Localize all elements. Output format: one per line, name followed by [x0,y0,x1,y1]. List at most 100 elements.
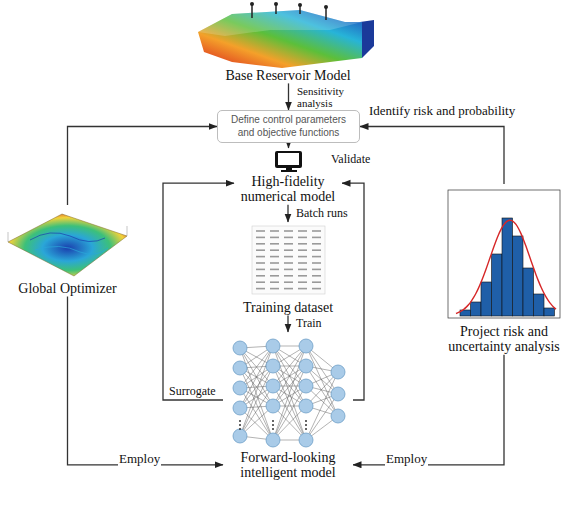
computer-monitor-icon [275,151,302,172]
table-cell-mark [312,237,321,239]
flow-arrow [288,143,289,148]
reservoir-model-node: Base Reservoir Model [193,2,383,83]
table-cell-mark [312,243,321,245]
network-neuron [299,379,313,393]
edge-label: Batch runs [295,207,349,220]
global-optimizer-node: Global Optimizer [5,205,130,296]
table-cell-mark [298,288,307,290]
table-cell-mark [270,249,279,251]
control-parameters-box: Define control parameters and objective … [217,110,360,143]
reservoir-model-illustration [298,3,302,7]
table-cell-mark [270,237,279,239]
flow-arrow [287,315,288,332]
neural-network-illustration [233,339,345,447]
network-weight [273,346,306,406]
normal-curve [456,220,556,313]
table-cell-mark [312,230,321,232]
optimizer-surface-illustration [8,226,127,242]
training-table-illustration [252,226,325,294]
ellipsis-dot [272,424,274,426]
node-caption: Base Reservoir Model [193,68,383,83]
histogram-bar [544,308,555,316]
table-cell-mark [298,243,307,245]
table-cell-mark [256,249,265,251]
reservoir-model-illustration [198,2,374,68]
table-cell-mark [284,230,293,232]
flow-arrow [68,296,224,464]
reservoir-model-illustration [324,5,328,9]
network-neuron [331,365,345,379]
table-cell-mark [256,243,265,245]
table-cell-mark [312,275,321,277]
network-neuron [266,399,280,413]
table-cell-mark [298,281,307,283]
table-cell-mark [312,256,321,258]
network-neuron [299,399,313,413]
edge-label: Sensitivity analysis [296,86,360,109]
node-caption: High-fidelity numerical model [234,174,342,205]
computer-monitor-icon [278,153,299,165]
network-weight [273,346,306,440]
histogram-bar [502,218,513,316]
table-cell-mark [284,243,293,245]
flow-arrow [360,127,504,185]
network-neuron [331,387,345,401]
optimizer-surface-illustration [35,246,108,254]
reservoir-model-illustration [198,10,362,36]
table-cell-mark [298,269,307,271]
network-neuron [233,429,247,443]
histogram-bar [523,268,534,316]
risk-analysis-node: Project risk and uncertainty analysis [436,184,572,355]
network-neuron [299,433,313,447]
edge-label: Identify risk and probability [368,104,516,118]
optimizer-surface-illustration [30,233,105,242]
network-weight [273,386,306,440]
network-neuron [233,361,247,375]
network-neuron [266,379,280,393]
histogram-bar [471,302,482,316]
table-cell-mark [270,230,279,232]
table-cell-mark [312,288,321,290]
numerical-model-node: High-fidelity numerical model [234,148,342,205]
intelligent-model-node: Forward-looking intelligent model [223,332,353,481]
ellipsis-dot [239,428,241,430]
ellipsis-dot [272,420,274,422]
flow-arrow [163,183,234,400]
risk-histogram-illustration [448,190,560,318]
table-cell-mark [284,256,293,258]
computer-monitor-icon [281,170,297,172]
table-cell-mark [270,288,279,290]
table-cell-mark [284,237,293,239]
flow-arrow [353,355,504,465]
network-neuron [233,381,247,395]
table-cell-mark [284,275,293,277]
table-cell-mark [256,269,265,271]
histogram-bar [492,254,503,316]
reservoir-model-illustration [274,2,278,6]
network-weight [273,346,306,406]
table-cell-mark [298,275,307,277]
network-neuron [299,359,313,373]
edge-label: Validate [330,153,371,166]
table-cell-mark [256,256,265,258]
edge-label: Train [295,317,323,330]
histogram-bar [513,236,524,316]
table-cell-mark [284,249,293,251]
ellipsis-dot [239,420,241,422]
node-caption: Training dataset [223,300,353,315]
ellipsis-dot [272,428,274,430]
table-cell-mark [284,269,293,271]
optimizer-surface-illustration [8,214,127,276]
table-cell-mark [298,256,307,258]
table-cell-mark [256,281,265,283]
computer-monitor-icon [275,151,302,168]
table-cell-mark [256,275,265,277]
ellipsis-dot [305,428,307,430]
table-cell-mark [298,262,307,264]
flow-arrow [287,205,288,222]
histogram-bars [460,218,555,316]
ellipsis-dot [305,424,307,426]
table-cell-mark [270,256,279,258]
